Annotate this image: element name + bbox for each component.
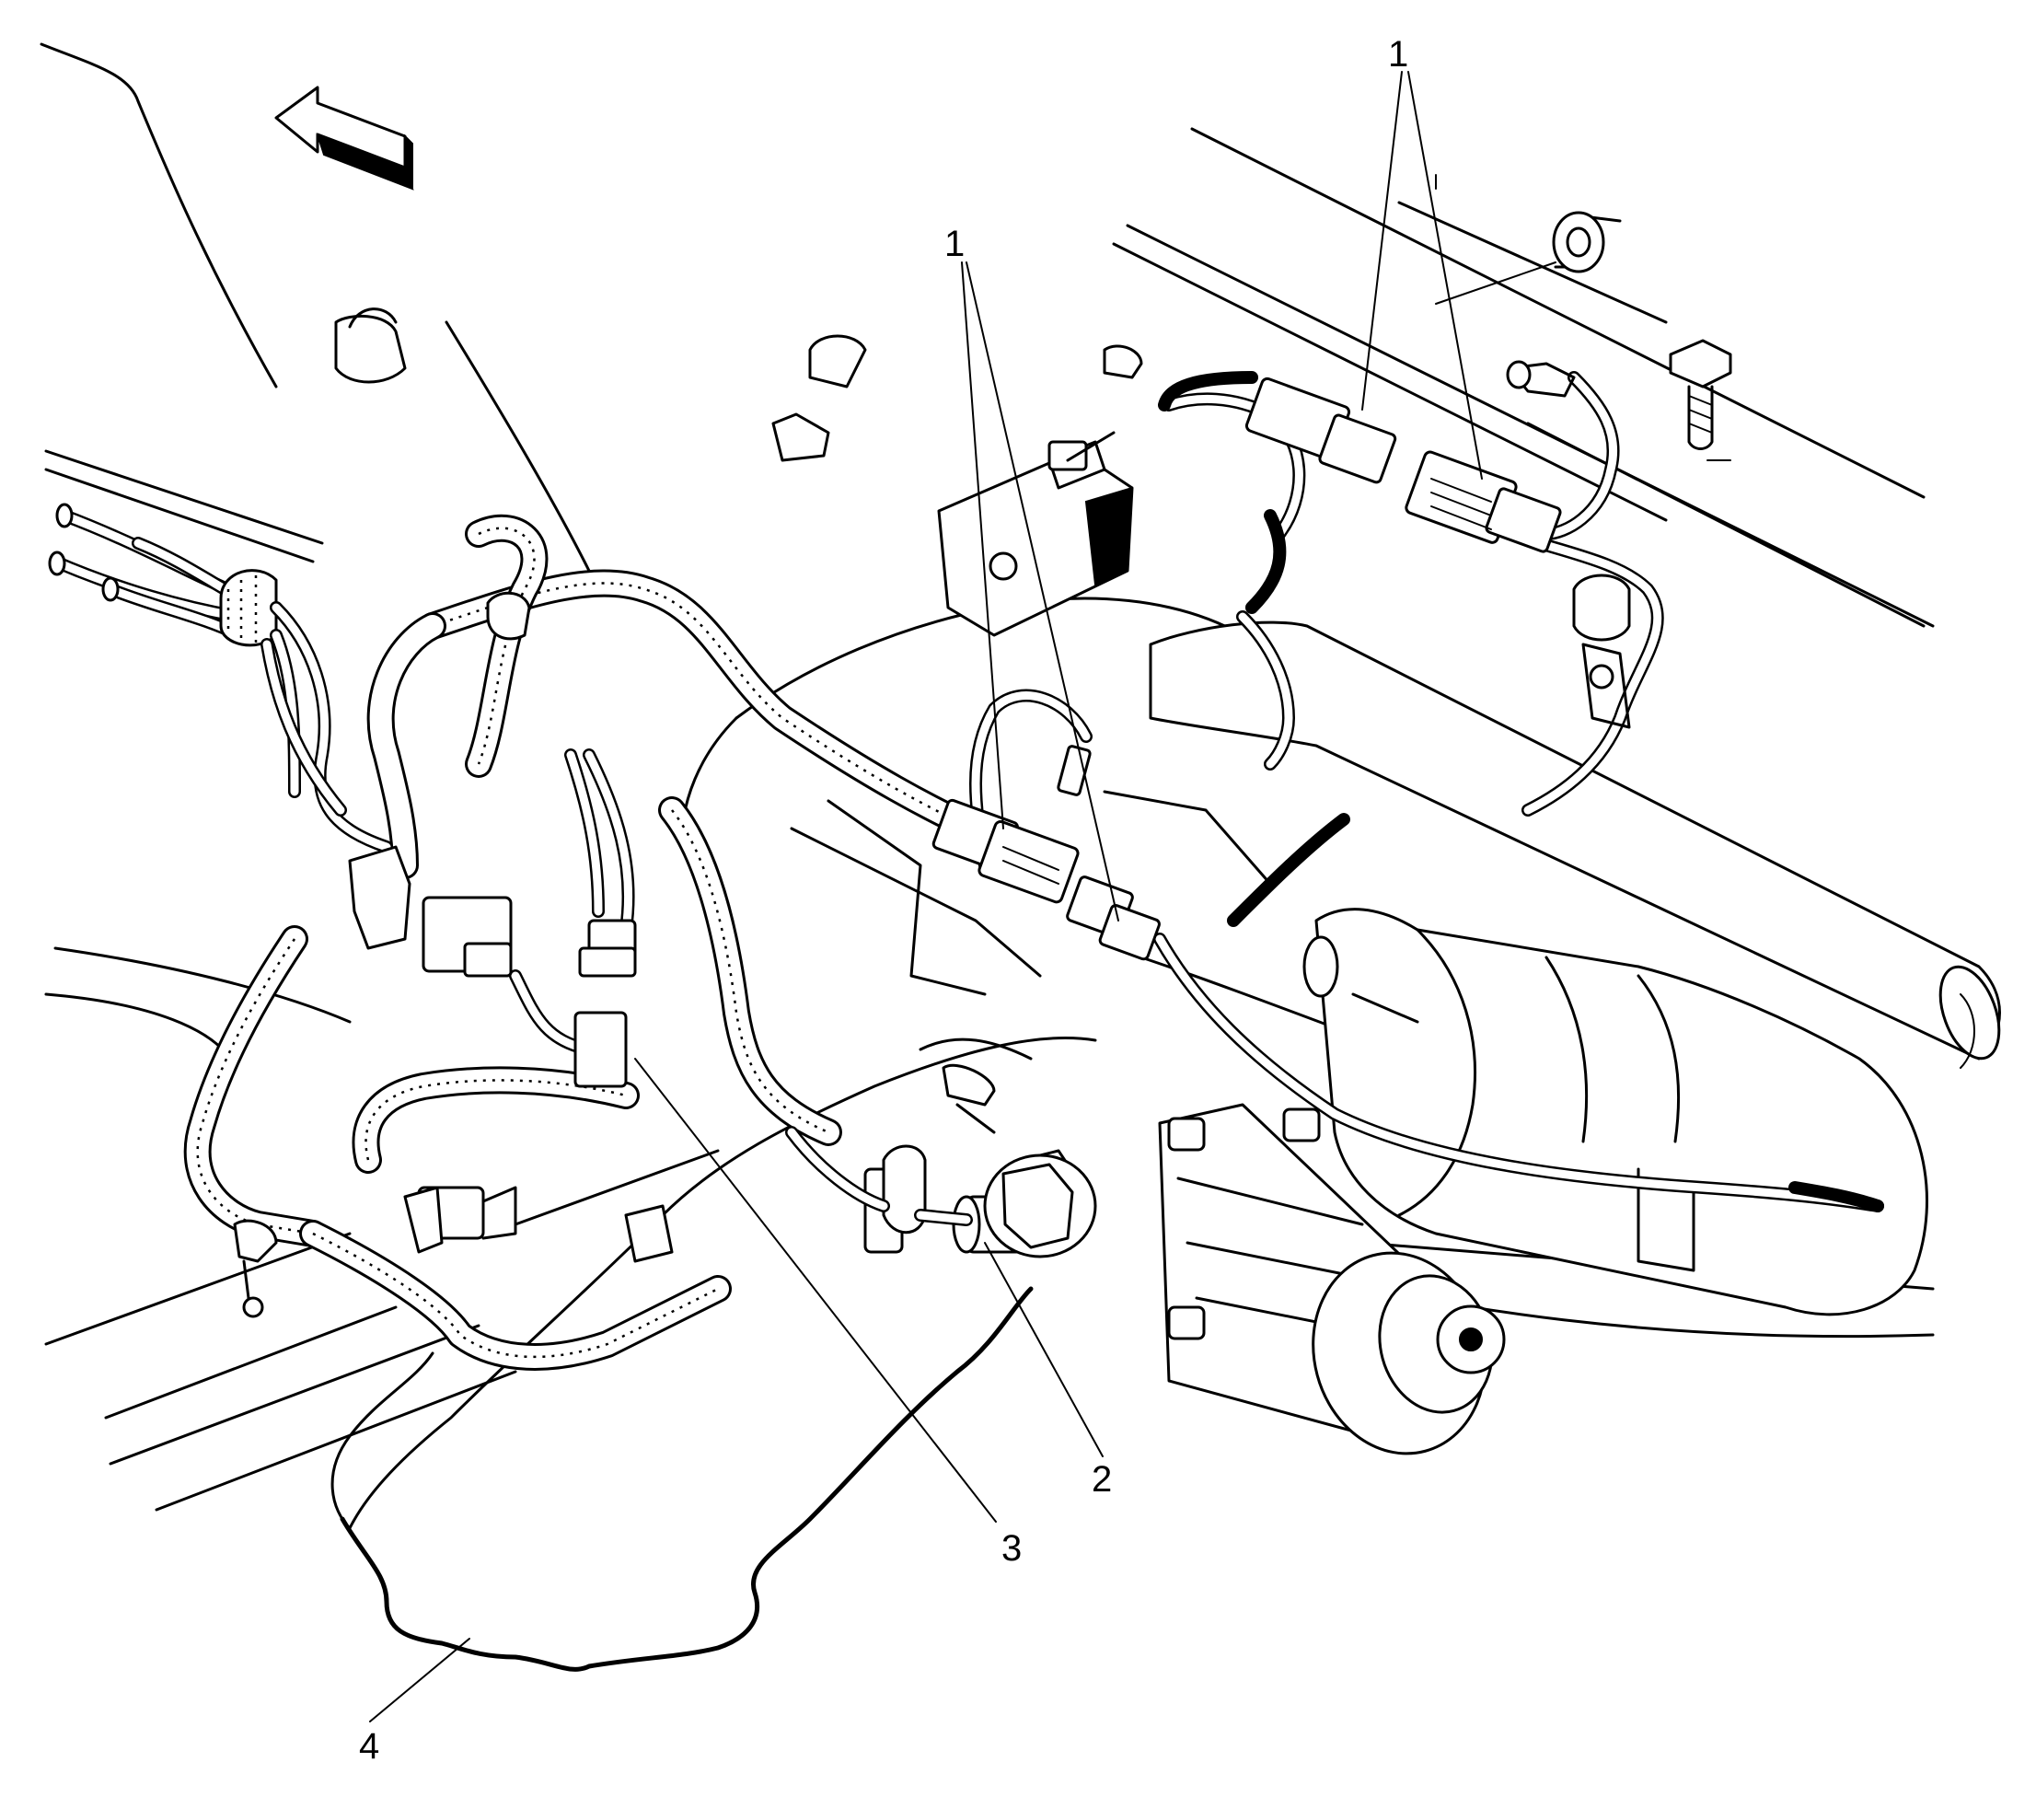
speed-sensor-wire (785, 1126, 973, 1226)
left-connector-group (348, 845, 637, 1254)
callout-1-center: 1 (944, 224, 965, 264)
connector-bracket (937, 431, 1134, 637)
transfer-case-output (1158, 1103, 1506, 1455)
tubes (334, 307, 1143, 1134)
upper-connector-group (1244, 360, 1576, 553)
front-direction-arrow-icon (274, 86, 414, 191)
leader-lines (369, 71, 1483, 1722)
callout-1-upper-right: 1 (1388, 34, 1408, 75)
mounting-clips (233, 574, 1631, 1318)
branch-wires (260, 371, 1884, 1212)
center-connector-group (931, 745, 1161, 961)
mesh-wire-sections (1158, 371, 1884, 1212)
callout-3: 3 (1001, 1528, 1022, 1569)
left-wire-bundle (44, 449, 324, 649)
vehicle-frame-lines (40, 42, 1935, 1512)
callout-labels: 1 1 2 3 4 (359, 34, 1408, 1767)
main-wiring-harness (183, 514, 1008, 1371)
callout-2: 2 (1092, 1459, 1112, 1500)
callout-4: 4 (359, 1726, 379, 1767)
bolt-and-washer (1435, 211, 1732, 461)
exhaust-pipe (1149, 620, 2001, 1069)
catalytic-converter (1302, 908, 1928, 1316)
